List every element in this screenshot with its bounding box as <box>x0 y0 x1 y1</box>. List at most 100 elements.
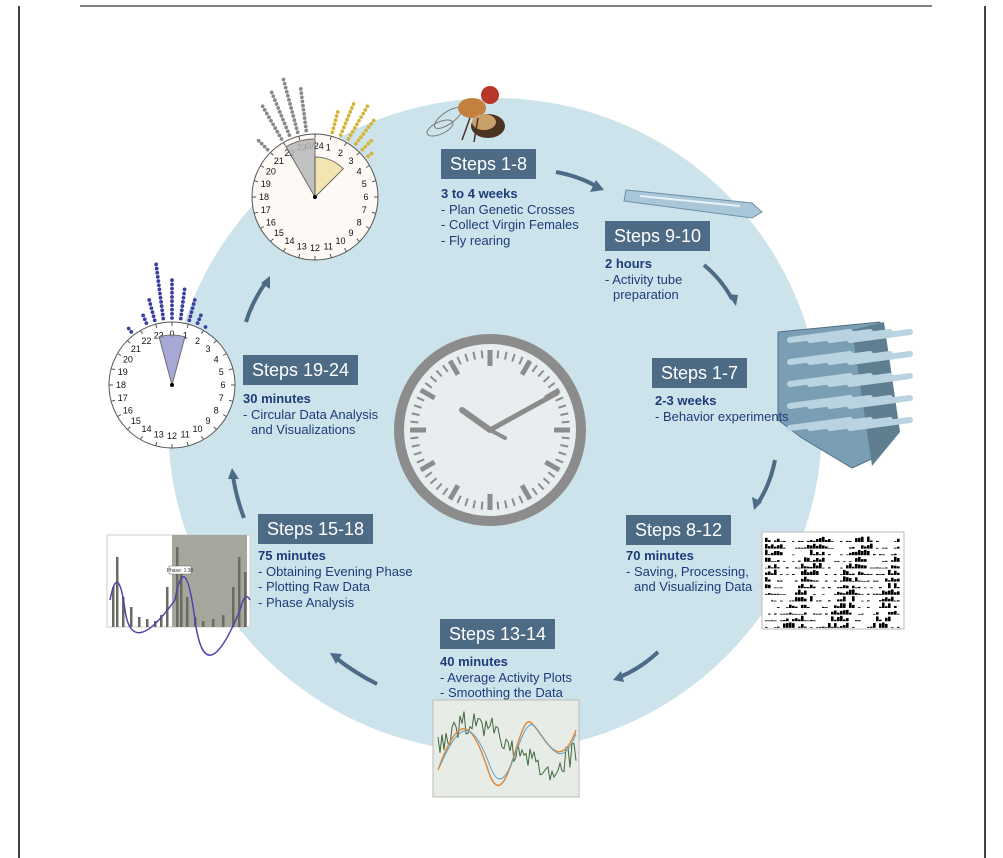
actogram-bar <box>771 620 774 621</box>
actogram-bar <box>801 541 804 542</box>
actogram-bar <box>885 548 888 549</box>
actogram-bar <box>879 620 882 621</box>
data-dot <box>357 119 361 123</box>
actogram-bar <box>864 587 867 588</box>
actogram-bar <box>834 561 837 562</box>
data-dot <box>287 98 291 102</box>
data-dot <box>275 130 279 134</box>
actogram-bar <box>894 606 897 608</box>
data-dot <box>193 298 197 302</box>
actogram-bar <box>819 627 822 628</box>
actogram-bar <box>765 620 768 621</box>
actogram-bar <box>897 539 900 542</box>
center-point <box>313 195 317 199</box>
actogram-bar <box>810 550 813 555</box>
actogram-bar <box>780 594 783 595</box>
actogram-bar <box>855 538 858 542</box>
data-dot <box>170 312 174 316</box>
data-dot <box>291 114 295 118</box>
data-dot <box>257 139 261 143</box>
data-dot <box>127 327 131 331</box>
data-dot <box>179 313 183 317</box>
clock-tick <box>410 422 418 423</box>
hour-label: 9 <box>206 416 211 426</box>
data-dot <box>158 288 162 292</box>
step-item: Activity tube <box>605 272 682 288</box>
step-item: Fly rearing <box>441 233 579 249</box>
actogram-bar <box>777 567 780 568</box>
actogram-bar <box>813 587 816 589</box>
actogram-bar <box>783 624 786 628</box>
actogram-bar <box>897 558 900 562</box>
actogram-bar <box>825 581 828 582</box>
actogram-bar <box>849 590 852 595</box>
hour-label: 18 <box>259 192 269 202</box>
data-dot <box>183 288 187 292</box>
actogram-bar <box>888 617 891 622</box>
data-dot <box>350 106 354 110</box>
actogram-bar <box>840 574 843 575</box>
actogram-bar <box>831 548 834 549</box>
data-dot <box>192 302 196 306</box>
actogram-bar <box>837 627 840 628</box>
actogram-bar <box>894 554 897 555</box>
data-dot <box>296 130 300 134</box>
hour-label: 3 <box>206 344 211 354</box>
data-dot <box>143 317 147 321</box>
step-item: Behavior experiments <box>655 409 789 425</box>
actogram-bar <box>777 580 780 581</box>
actogram-bar <box>807 579 810 581</box>
actogram-bar <box>885 568 888 569</box>
actogram-bar <box>843 585 846 588</box>
actogram-bar <box>825 574 828 575</box>
data-dot <box>304 125 308 129</box>
actogram-bar <box>849 603 852 608</box>
actogram-bar <box>822 537 825 542</box>
actogram-bar <box>813 560 816 562</box>
actogram-bar <box>807 587 810 588</box>
data-dot <box>285 90 289 94</box>
actogram-bar <box>792 623 795 628</box>
actogram-bar <box>813 541 816 542</box>
hour-label: 10 <box>335 236 345 246</box>
actogram-bar <box>834 605 837 608</box>
hour-label: 12 <box>310 243 320 253</box>
actogram-bar <box>864 574 867 575</box>
actogram-bar <box>840 587 843 588</box>
actogram-bar <box>822 607 825 608</box>
clock-tick <box>482 502 483 510</box>
actogram-bar <box>816 627 819 628</box>
clock-tick <box>410 438 418 439</box>
actogram-bar <box>804 613 807 615</box>
hour-label: 12 <box>167 431 177 441</box>
actogram-bar <box>897 587 900 588</box>
actogram-bar <box>855 564 858 568</box>
actogram-bar <box>801 592 804 594</box>
actogram-bar <box>774 540 777 542</box>
step-box-1-7: Steps 1-7 <box>652 358 747 388</box>
hour-label: 15 <box>274 228 284 238</box>
actogram-bar <box>786 567 789 568</box>
step-desc-1-8: 3 to 4 weeks Plan Genetic Crosses Collec… <box>441 186 579 248</box>
actogram-bar <box>813 544 816 549</box>
actogram-bar <box>843 570 846 575</box>
actogram-bar <box>804 566 807 568</box>
actogram-bar <box>894 579 897 581</box>
data-dot <box>159 300 163 304</box>
data-dot <box>190 310 194 314</box>
data-dot <box>351 130 355 134</box>
actogram-bar <box>867 551 870 555</box>
hour-label: 2 <box>195 336 200 346</box>
actogram-bar <box>822 594 825 595</box>
actogram-bar <box>798 568 801 569</box>
actogram-bar <box>768 621 771 622</box>
actogram-bar <box>798 614 801 615</box>
actogram-bar <box>882 591 885 595</box>
hour-label: 14 <box>284 236 294 246</box>
data-dot <box>273 126 277 130</box>
actogram-bar <box>780 587 783 588</box>
data-dot <box>189 314 193 318</box>
actogram-bar <box>855 558 858 562</box>
actogram-bar <box>876 581 879 582</box>
actogram-bar <box>843 610 846 614</box>
